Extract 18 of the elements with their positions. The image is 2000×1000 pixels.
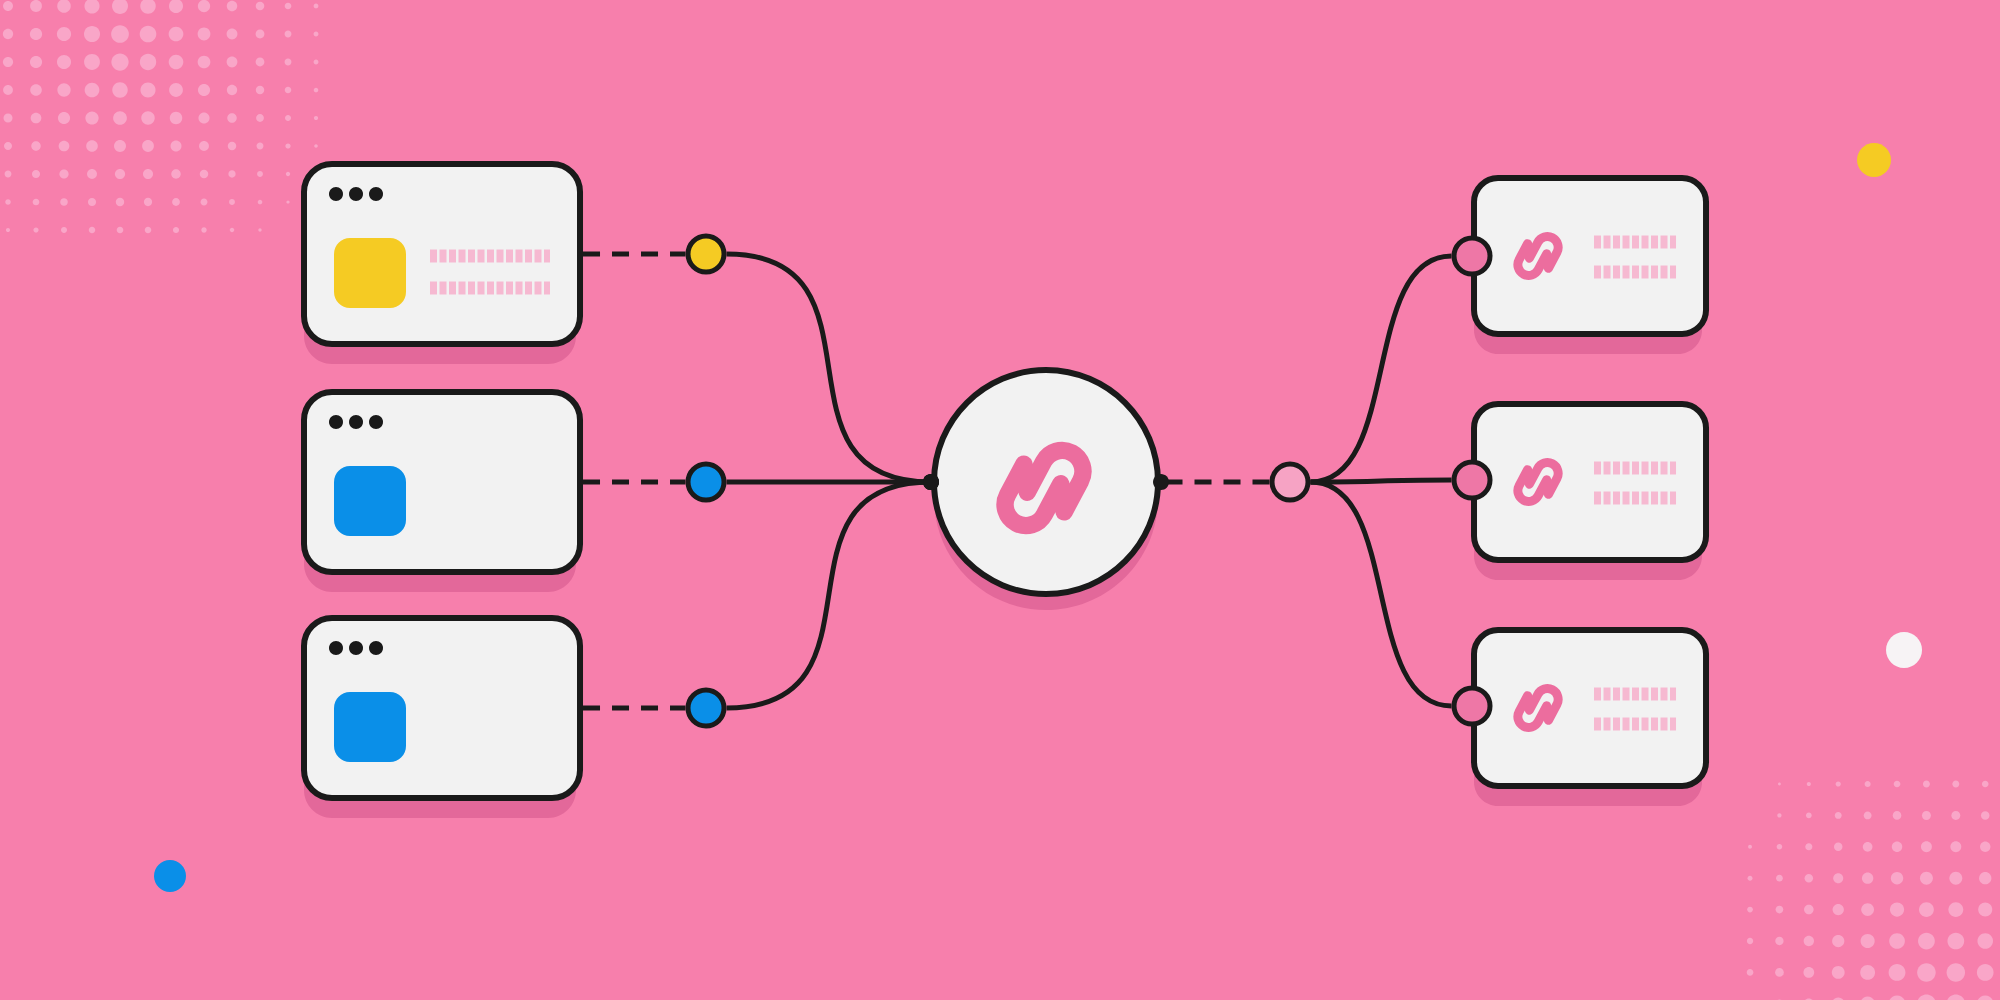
connector-dot [1269, 461, 1311, 503]
connector-dot [685, 687, 727, 729]
connector [1310, 477, 1452, 485]
connector [1310, 479, 1453, 709]
connector-dot [685, 461, 727, 503]
connector [583, 479, 686, 485]
connector [583, 705, 686, 711]
port-dot [1451, 235, 1493, 277]
port-dot [1451, 459, 1493, 501]
tag-card [1471, 175, 1710, 354]
tag-card [1471, 627, 1710, 806]
tag-card [1471, 401, 1710, 580]
hub-circle [931, 367, 1161, 610]
connector-dot [685, 233, 727, 275]
connector [1153, 474, 1270, 490]
port-dot [1451, 685, 1493, 727]
connector [583, 251, 686, 257]
connector [726, 474, 939, 711]
